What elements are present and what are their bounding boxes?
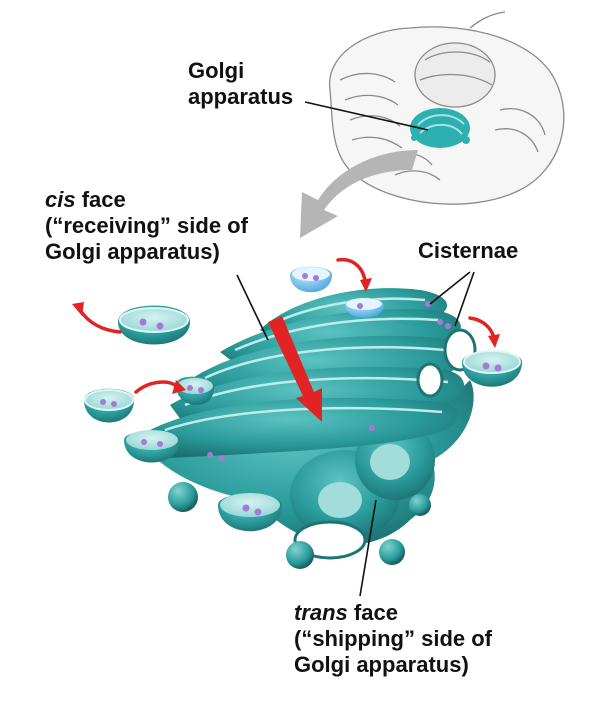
trans-face-line2: (“shipping” side of (294, 626, 492, 651)
trans-face-line3: Golgi apparatus) (294, 652, 469, 677)
secretory-spheres (168, 482, 431, 569)
trans-italic: trans (294, 600, 348, 625)
red-arrow-icon (268, 316, 322, 422)
cis-face-label: cis face (“receiving” side of Golgi appa… (45, 187, 248, 265)
cis-rest: face (75, 187, 126, 212)
cis-face-line3: Golgi apparatus) (45, 239, 220, 264)
cis-face-line2: (“receiving” side of (45, 213, 248, 238)
arrowheads (72, 278, 500, 394)
curved-gray-arrow-icon (300, 150, 418, 238)
cisternae-label: Cisternae (418, 238, 519, 263)
golgi-label-line1: Golgi (188, 58, 245, 83)
cis-face-line1: cis face (45, 187, 248, 213)
trans-face-label: trans face (“shipping” side of Golgi app… (294, 600, 492, 678)
trans-rest: face (347, 600, 398, 625)
golgi-pointer-line (304, 101, 429, 131)
trans-face-line1: trans face (294, 600, 492, 626)
golgi-stack (140, 288, 477, 560)
vesicle-icon (84, 266, 522, 532)
cis-italic: cis (45, 187, 76, 212)
mini-golgi-icon (410, 108, 470, 148)
golgi-label-line2: apparatus (188, 84, 294, 109)
pointer-lines (236, 271, 475, 597)
golgi-label: Golgi apparatus (188, 58, 293, 110)
